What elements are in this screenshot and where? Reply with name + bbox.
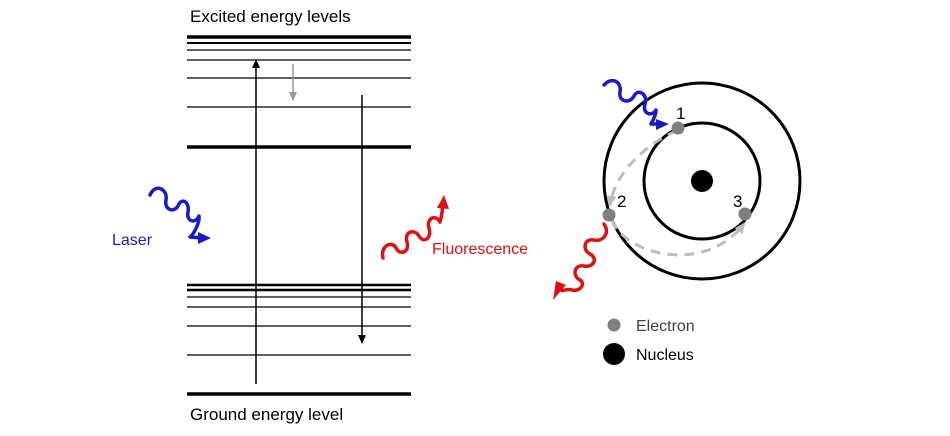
nucleus [691, 170, 713, 192]
incoming-photon-icon [602, 78, 669, 130]
legend-electron-label: Electron [636, 318, 695, 335]
fluorescence-label: Fluorescence [432, 241, 528, 258]
excited-level-lines [187, 35, 411, 149]
legend: Electron Nucleus [603, 318, 695, 365]
lower-level-lines [187, 283, 411, 396]
inner-orbit [642, 121, 762, 241]
legend-nucleus-label: Nucleus [636, 347, 694, 364]
ground-level-label: Ground energy level [190, 405, 343, 424]
excited-levels-label: Excited energy levels [190, 7, 351, 26]
legend-electron-marker [607, 318, 621, 332]
laser-label: Laser [112, 232, 153, 249]
electron-position-2 [602, 208, 616, 222]
emitted-photon-icon [553, 222, 609, 300]
position-label-1: 1 [676, 104, 685, 123]
legend-nucleus-marker [603, 343, 625, 365]
position-label-3: 3 [733, 192, 742, 211]
laser-wave-icon [148, 186, 211, 244]
electron-path-down [606, 129, 678, 207]
outer-orbit [602, 81, 802, 281]
fluorescence-wave-icon [380, 195, 449, 260]
electron-path-up [610, 219, 746, 257]
electron-position-1 [671, 121, 685, 135]
position-label-2: 2 [617, 192, 626, 211]
electron-position-3 [738, 207, 752, 221]
